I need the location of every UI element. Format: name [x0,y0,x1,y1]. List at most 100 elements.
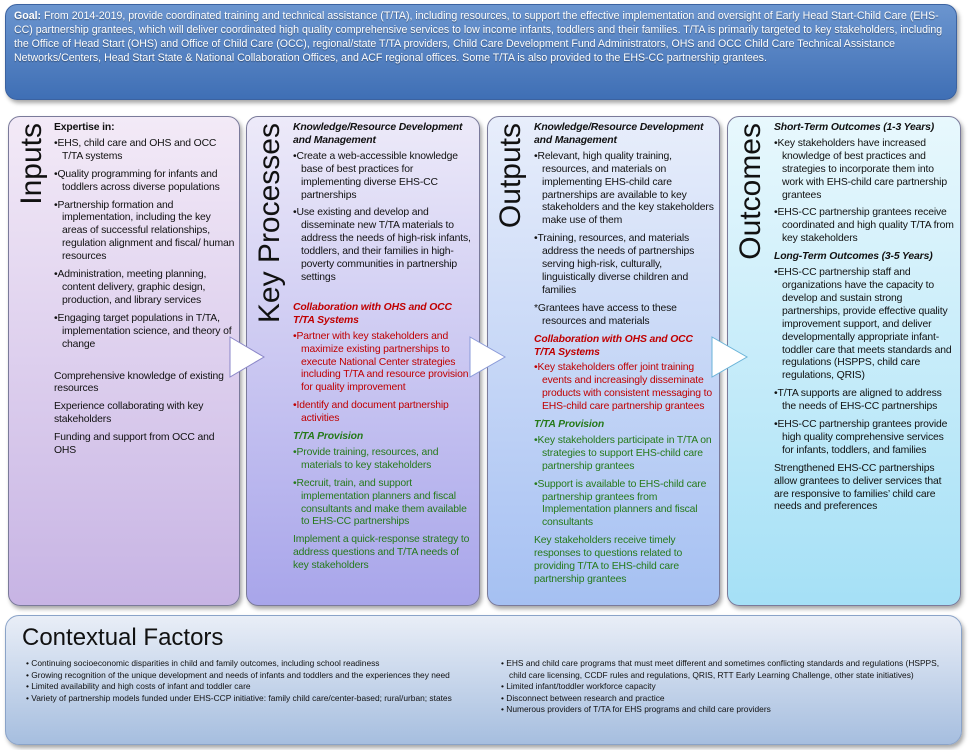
context-factor-item: • Limited infant/toddler workforce capac… [501,681,656,692]
bullet-icon: • [293,207,297,219]
list-item: Key stakeholders receive timely response… [534,535,715,587]
list-item: •Quality programming for infants and tod… [54,169,235,195]
context-factor-text: Continuing socioeconomic disparities in … [31,658,380,668]
column-outputs: Outputs Knowledge/Resource Development an… [487,116,720,606]
section-heading: Collaboration with OHS and OCC T/TA Syst… [293,301,452,326]
bullet-icon: • [54,199,58,211]
spacer [293,290,475,300]
list-item: •EHS-CC partnership grantees receive coo… [774,207,956,246]
item-text: Training, resources, and materials addre… [537,233,695,296]
item-text: Create a web-accessible knowledge base o… [296,150,459,201]
context-factor-text: Limited infant/toddler workforce capacit… [506,681,656,692]
bullet-icon: • [534,150,538,162]
item-text: Funding and support from OCC and OHS [54,432,215,457]
item-text: EHS-CC partnership grantees provide high… [777,419,948,456]
context-factor-item: • Numerous providers of T/TA for EHS pro… [501,704,771,715]
bullet-icon: • [774,207,778,219]
list-item: •Support is available to EHS-child care … [534,479,715,531]
context-factor-item: • Growing recognition of the unique deve… [26,669,450,680]
list-item: •Provide training, resources, and materi… [293,447,475,473]
contextual-factors-left: • Continuing socioeconomic disparities i… [26,658,496,704]
spacer [54,357,235,367]
item-text: Grantees have access to these resources … [537,302,677,327]
bullet-icon: • [293,400,297,412]
item-text: Support is available to EHS-child care p… [537,478,707,529]
goal-box: Goal: From 2014-2019, provide coordinate… [5,4,957,100]
bullet-icon: • [534,478,538,490]
item-text: Recruit, train, and support implementati… [296,477,467,528]
context-factor-text: EHS and child care programs that must me… [506,658,940,680]
bullet-icon: • [293,330,297,342]
context-factor-text: Disconnect between research and practice [506,692,665,703]
list-item: •Use existing and develop and disseminat… [293,207,475,284]
section-heading: Knowledge/Resource Development and Manag… [534,122,704,146]
list-item: •EHS-CC partnership staff and organizati… [774,267,956,383]
contextual-factors-right: • EHS and child care programs that must … [501,658,956,716]
column-body: Short-Term Outcomes (1-3 Years)•Key stak… [774,120,956,519]
item-text: Key stakeholders offer joint training ev… [537,362,713,413]
item-text: Provide training, resources, and materia… [296,446,439,471]
list-item: •Partnership formation and implementatio… [54,200,235,265]
section-heading: Long-Term Outcomes (3-5 Years) [774,251,933,263]
item-text: T/TA supports are aligned to address the… [777,388,942,413]
bullet-icon: • [293,150,297,162]
list-item: •Key stakeholders offer joint training e… [534,362,715,414]
context-factor-text: Limited availability and high costs of i… [31,681,251,692]
column-key-processes: Key Processes Knowledge/Resource Developm… [246,116,480,606]
contextual-factors-title: Contextual Factors [22,624,224,651]
list-item: •Create a web-accessible knowledge base … [293,151,475,203]
column-body: Knowledge/Resource Development and Manag… [534,120,715,592]
bullet-icon: • [293,477,297,489]
item-text: Engaging target populations in T/TA, imp… [57,312,232,350]
column-title: Outputs [494,123,527,229]
list-item: •T/TA supports are aligned to address th… [774,388,956,414]
context-factor-text: Growing recognition of the unique develo… [31,669,450,680]
item-text: EHS-CC partnership staff and organizatio… [777,267,952,382]
list-item: •Key stakeholders have increased knowled… [774,138,956,203]
bullet-icon: • [534,434,538,446]
bullet-icon: • [54,137,58,149]
bullet-icon: • [293,446,297,458]
list-item: Experience collaborating with key stakeh… [54,401,235,427]
list-item: •Training, resources, and materials addr… [534,233,715,298]
column-title: Inputs [15,123,48,205]
item-text: Quality programming for infants and todd… [57,168,220,193]
bullet-icon: • [534,362,538,374]
item-text: Comprehensive knowledge of existing reso… [54,370,224,395]
item-text: EHS-CC partnership grantees receive coor… [777,207,954,245]
list-item: •EHS, child care and OHS and OCC T/TA sy… [54,138,235,164]
item-text: Implement a quick-response strategy to a… [293,534,470,572]
bullet-icon: • [774,267,778,279]
column-body: Expertise in:•EHS, child care and OHS an… [54,120,235,463]
list-item: •Administration, meeting planning, conte… [54,269,235,308]
context-factor-text: Variety of partnership models funded und… [31,692,452,703]
list-item: Funding and support from OCC and OHS [54,432,235,458]
item-text: Experience collaborating with key stakeh… [54,401,204,426]
list-item: •Engaging target populations in T/TA, im… [54,313,235,352]
item-text: Relevant, high quality training, resourc… [537,150,714,227]
context-factor-item: • EHS and child care programs that must … [501,658,940,680]
bullet-icon: • [534,233,538,245]
list-item: •Identify and document partnership activ… [293,400,475,426]
context-factor-text: Numerous providers of T/TA for EHS progr… [506,704,771,715]
context-factor-item: • Continuing socioeconomic disparities i… [26,658,380,668]
contextual-factors-box: Contextual Factors • Continuing socioeco… [5,615,962,745]
item-text: Strengthened EHS-CC partnerships allow g… [774,462,942,513]
context-factor-item: • Variety of partnership models funded u… [26,692,452,703]
bullet-icon: • [54,269,58,281]
item-text: Partner with key stakeholders and maximi… [296,330,469,394]
section-heading: Short-Term Outcomes (1-3 Years) [774,122,935,133]
goal-label: Goal: [14,10,42,22]
list-item: •EHS-CC partnership grantees provide hig… [774,419,956,458]
list-item: Strengthened EHS-CC partnerships allow g… [774,463,956,515]
item-text: Use existing and develop and disseminate… [296,207,471,283]
context-factor-item: • Disconnect between research and practi… [501,692,665,703]
column-title: Key Processes [253,123,286,324]
section-heading: Knowledge/Resource Development and Manag… [293,122,463,146]
item-text: Key stakeholders have increased knowledg… [777,137,948,201]
item-text: Identify and document partnership activi… [296,400,449,425]
section-heading: T/TA Provision [293,431,364,443]
list-item: •Key stakeholders participate in T/TA on… [534,435,715,474]
